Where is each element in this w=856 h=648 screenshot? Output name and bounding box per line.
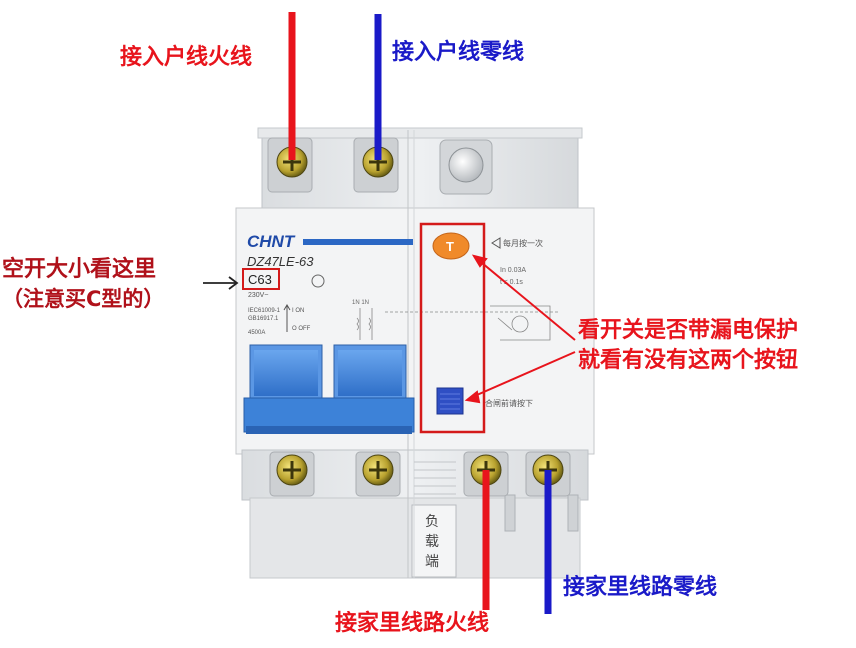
vent-ridges bbox=[414, 461, 456, 495]
model-number: DZ47LE-63 bbox=[247, 254, 314, 269]
neutral-out-caption: 接家里线路零线 bbox=[563, 575, 718, 600]
standard-2: GB16917.1 bbox=[248, 316, 279, 322]
size-arrow-icon bbox=[203, 276, 239, 290]
size-caption-line1: 空开大小看这里 bbox=[2, 257, 157, 282]
breaker-base-slot bbox=[411, 504, 457, 578]
leak-arrow-to-reset-icon bbox=[464, 351, 576, 404]
test-note-arrow-icon bbox=[491, 237, 501, 249]
live-out-caption: 接家里线路火线 bbox=[335, 611, 490, 636]
leak-caption-line2: 就看有没有这两个按钮 bbox=[578, 348, 799, 373]
off-label: O OFF bbox=[292, 326, 311, 332]
bottom-terminal-2 bbox=[355, 451, 401, 497]
top-terminal-neutral bbox=[353, 137, 399, 193]
toggle-handle-right[interactable] bbox=[333, 344, 407, 402]
wiring-schematic: 1N 1N bbox=[352, 300, 560, 341]
circuit-breaker: CHNT DZ47LE-63 C63 230V~ IEC61009-1 GB16… bbox=[235, 127, 595, 579]
rail-clip-left bbox=[504, 494, 516, 532]
live-in-caption: 接入户线火线 bbox=[120, 45, 253, 70]
load-side-char-2: 载 bbox=[425, 534, 439, 550]
top-terminal-live bbox=[267, 137, 313, 193]
leakage-highlight-box bbox=[419, 222, 486, 434]
rail-clip-right bbox=[567, 494, 579, 532]
cert-mark-icon bbox=[311, 274, 325, 288]
on-off-arrow-icon bbox=[283, 304, 291, 332]
reset-button[interactable] bbox=[436, 387, 464, 415]
breaker-top-cap bbox=[257, 127, 583, 139]
neutral-in-caption: 接入户线零线 bbox=[392, 40, 525, 65]
load-side-char-3: 端 bbox=[425, 554, 439, 570]
toggle-bar-shade bbox=[246, 426, 412, 434]
spec-line-2: t ≤ 0.1s bbox=[500, 279, 523, 286]
indicator-window bbox=[439, 139, 493, 195]
test-button[interactable]: T bbox=[432, 232, 470, 260]
test-button-label: T bbox=[446, 239, 454, 254]
terminal-marks: 1N 1N bbox=[352, 300, 369, 306]
toggle-handle-left[interactable] bbox=[249, 344, 323, 402]
on-label: I ON bbox=[292, 308, 304, 314]
leak-caption-line1: 看开关是否带漏电保护 bbox=[578, 318, 799, 343]
bottom-terminal-1 bbox=[269, 451, 315, 497]
standard-1: IEC61009-1 bbox=[248, 308, 281, 314]
rating-highlight-box bbox=[242, 268, 280, 290]
voltage-label: 230V~ bbox=[248, 292, 268, 299]
leak-arrow-to-test-icon bbox=[471, 254, 576, 341]
capacity-label: 4500A bbox=[248, 330, 265, 336]
reset-note: 合闸前请按下 bbox=[485, 398, 533, 408]
rating-label: C63 bbox=[248, 272, 272, 287]
brand-logo: CHNT bbox=[247, 232, 296, 251]
test-note: 每月按一次 bbox=[503, 238, 543, 248]
spec-line-1: In 0.03A bbox=[500, 267, 526, 274]
load-side-char-1: 负 bbox=[425, 514, 439, 530]
size-caption-line2: （注意买C型的） bbox=[2, 287, 165, 311]
brand-stripe bbox=[303, 239, 413, 245]
